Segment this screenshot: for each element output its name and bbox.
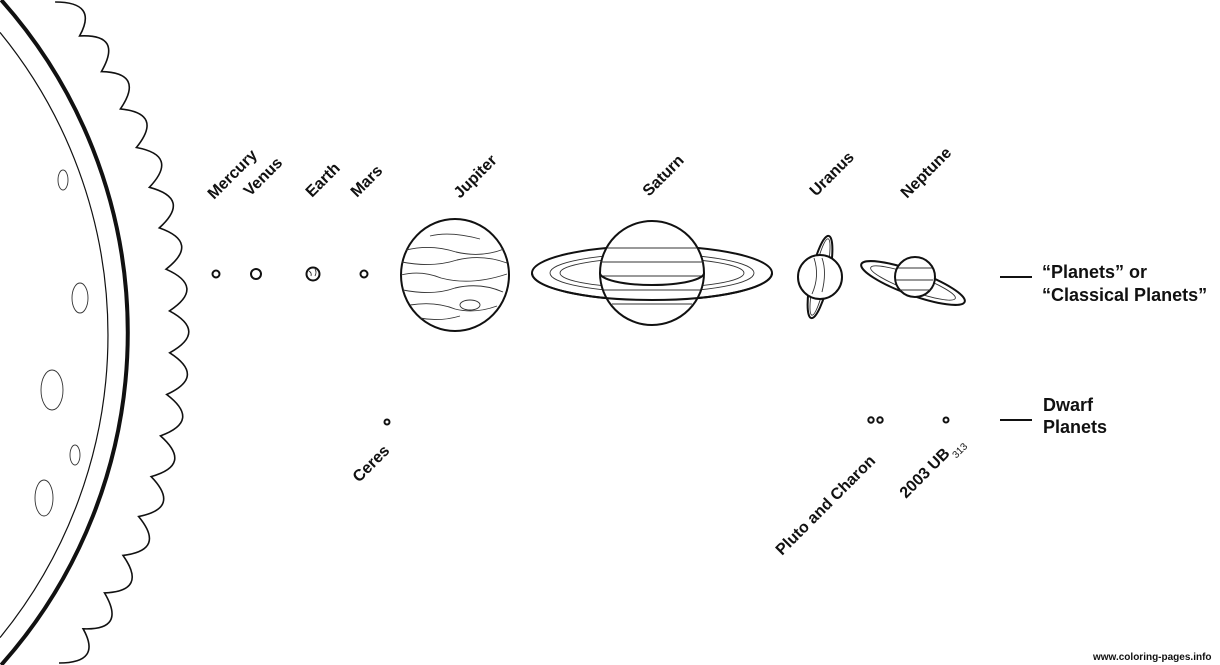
mercury-planet — [211, 269, 221, 279]
saturn-planet — [531, 220, 773, 326]
legend-dwarf-line1: Dwarf — [1043, 395, 1094, 415]
label-ceres: Ceres — [350, 442, 394, 486]
2003ub313-planet — [942, 416, 950, 424]
jupiter-planet — [400, 218, 510, 332]
ceres-planet — [383, 418, 391, 426]
mars-planet — [359, 269, 369, 279]
label-mars: Mars — [348, 162, 387, 201]
label-subscript: 313 — [951, 441, 971, 461]
legend-planets-line1: “Planets” or — [1042, 262, 1147, 282]
sun-inner-edge — [0, 32, 109, 638]
sun-crater — [71, 282, 89, 314]
sun-crater — [69, 444, 81, 466]
label-jupiter: Jupiter — [451, 152, 501, 202]
pluto-planet — [867, 416, 875, 424]
sun-surface-edge — [0, 0, 130, 665]
label-2003ub: 2003 UB — [897, 445, 954, 502]
label-pluto-charon: Pluto and Charon — [773, 453, 879, 559]
venus-planet — [250, 268, 262, 280]
label-saturn: Saturn — [640, 152, 688, 200]
label-2003ub313: 2003 UB 313 — [897, 441, 971, 502]
label-neptune: Neptune — [898, 144, 955, 201]
sun-crater — [40, 369, 64, 411]
label-uranus: Uranus — [807, 149, 858, 200]
sun-crater — [57, 169, 69, 191]
uranus-planet — [797, 234, 843, 320]
label-earth: Earth — [303, 160, 344, 201]
sun-corona-edge — [55, 1, 190, 664]
earth-planet — [305, 266, 321, 282]
legend-planets-line2: “Classical Planets” — [1042, 285, 1207, 305]
watermark: www.coloring-pages.info — [1092, 652, 1212, 663]
neptune-planet — [860, 256, 966, 306]
sun-crater — [34, 479, 54, 517]
charon-moon — [876, 416, 884, 424]
legend-dwarf-line2: Planets — [1043, 417, 1107, 437]
sun — [0, 0, 190, 665]
